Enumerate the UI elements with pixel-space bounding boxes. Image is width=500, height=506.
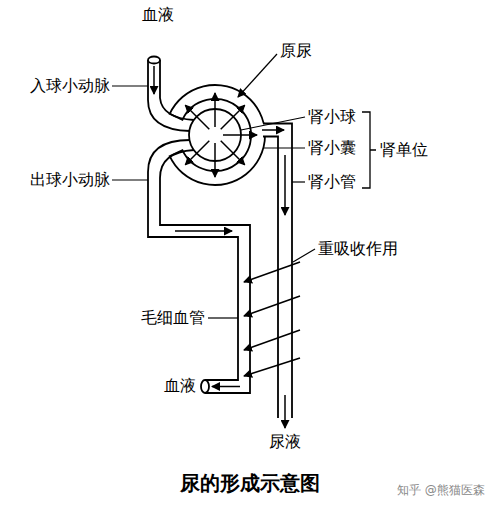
watermark: 知乎 @熊猫医森 [397,484,485,497]
filtration-arrow [221,105,245,129]
filtration-arrows [185,93,257,177]
leader-line [292,181,305,182]
nephron-bracket [362,112,376,188]
vessel-label: 血液 [142,6,174,24]
reabsorption-arrows [244,262,300,376]
leader-lines [112,54,315,318]
flow-arrow [284,155,286,215]
afferent-wall [160,60,194,120]
figure-caption: 尿的形成示意图 [180,472,320,494]
vessel-label: 血液 [164,377,196,395]
flow-arrow [153,66,155,94]
part-label: 出球小动脉 [30,171,110,189]
part-label: 肾小球 [308,108,356,126]
leader-line [241,117,305,130]
leader-line [112,179,148,180]
afferent-wall [148,60,190,131]
efferent-wall [160,150,250,393]
part-label: 原尿 [280,42,312,60]
output-label: 尿液 [269,433,301,451]
filtration-arrow [223,134,257,136]
group-label: 肾单位 [380,141,428,159]
reabsorption-arrow [244,296,300,316]
flow-arrow [175,230,232,232]
filtration-arrow [214,93,216,127]
reabsorption-arrow [244,330,300,350]
part-label: 入球小动脉 [30,77,110,95]
filtration-arrow [185,105,209,129]
flow-arrow [284,395,286,428]
leader-line [263,147,305,148]
flow-arrows [154,66,285,428]
part-label: 肾小管 [308,173,356,191]
tubule-wall [263,137,278,419]
reabsorption-arrow [244,358,300,376]
leader-line [112,85,148,86]
process-label: 重吸收作用 [318,240,398,258]
filtration-arrow [221,141,245,165]
filtration-arrow [214,143,216,177]
leader-line [293,249,315,262]
flow-arrow [212,386,240,388]
part-label: 肾小囊 [308,139,356,157]
capsule-wall [170,85,265,185]
vessel-opening [201,380,209,393]
part-label: 毛细血管 [141,309,205,327]
leader-line [238,54,277,97]
leader-line [208,317,238,318]
filtration-arrow [185,141,209,165]
vessel-opening [148,57,160,64]
efferent-wall [148,140,238,380]
flow-arrow [262,129,284,131]
reabsorption-arrow [244,262,300,282]
